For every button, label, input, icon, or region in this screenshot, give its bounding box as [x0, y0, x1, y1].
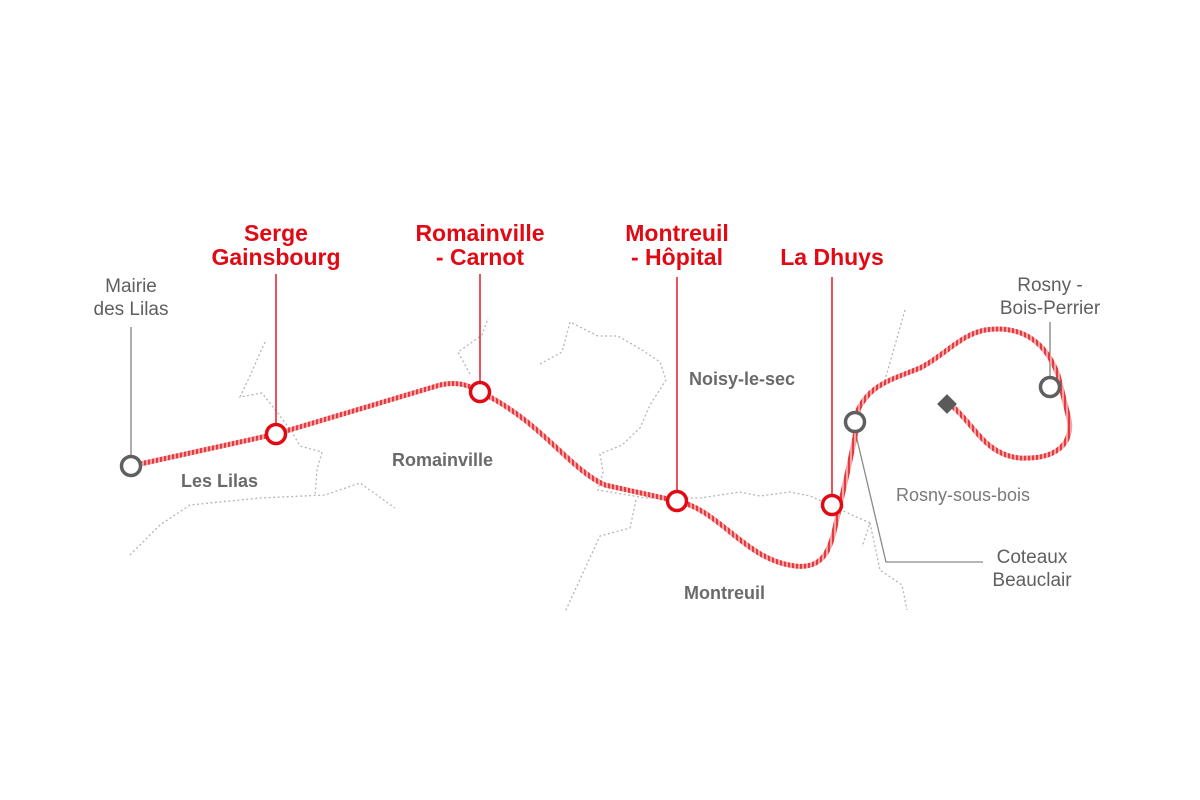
station-rosny-bois-perrier[interactable]: [1038, 375, 1062, 399]
coteaux-beauclair-leader: [855, 434, 983, 563]
label-line: Gainsbourg: [211, 244, 341, 270]
label-serge-gainsbourg: Serge Gainsbourg: [196, 221, 356, 269]
label-line: Bois-Perrier: [999, 298, 1101, 319]
label-montreuil-hopital: Montreuil - Hôpital: [602, 221, 752, 269]
station-leaders: [130, 274, 1051, 494]
label-line: Rosny -: [1017, 275, 1083, 296]
label-rosny-bois-perrier: Rosny - Bois-Perrier: [985, 274, 1115, 320]
label-line: La Dhuys: [780, 244, 884, 270]
station-serge-gainsbourg[interactable]: [264, 422, 288, 446]
label-line: Mairie: [105, 276, 157, 297]
station-mairie-des-lilas[interactable]: [119, 454, 143, 478]
label-coteaux-beauclair: Coteaux Beauclair: [982, 546, 1082, 592]
label-la-dhuys: La Dhuys: [762, 245, 902, 269]
town-noisy-le-sec: Noisy-le-sec: [689, 369, 796, 389]
label-line: - Hôpital: [631, 244, 723, 270]
label-line: Montreuil: [625, 220, 729, 246]
metro-line-route: [128, 326, 1073, 569]
commune-boundaries: [129, 309, 908, 613]
town-rosny-sous-bois: Rosny-sous-bois: [896, 485, 1031, 505]
town-montreuil: Montreuil: [684, 583, 765, 603]
label-mairie-des-lilas: Mairie des Lilas: [81, 275, 181, 321]
label-line: Romainville: [415, 220, 545, 246]
town-les-lilas: Les Lilas: [181, 471, 259, 491]
station-romainville-carnot[interactable]: [468, 380, 492, 404]
station-montreuil-hopital[interactable]: [665, 489, 689, 513]
square-depot-icon: [937, 394, 957, 414]
label-line: Serge: [244, 220, 308, 246]
stations: [119, 375, 1062, 517]
station-coteaux-beauclair[interactable]: [843, 410, 867, 434]
town-romainville: Romainville: [392, 450, 494, 470]
station-la-dhuys[interactable]: [820, 493, 844, 517]
label-line: - Carnot: [435, 244, 525, 270]
label-line: Beauclair: [992, 570, 1072, 591]
label-line: des Lilas: [93, 299, 169, 320]
label-romainville-carnot: Romainville - Carnot: [400, 221, 560, 269]
label-line: Coteaux: [996, 547, 1068, 568]
